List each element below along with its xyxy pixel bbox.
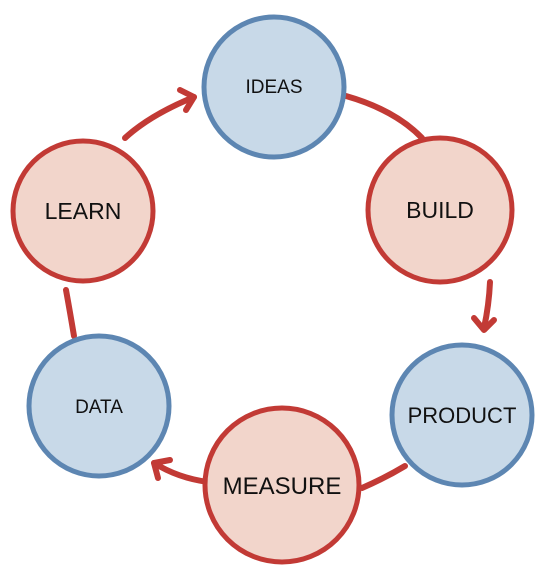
node-circle [389,342,535,488]
connector-ideas-build [343,93,425,141]
node-label: DATA [75,397,123,418]
arrowhead-measure-data [151,457,173,481]
node-label: MEASURE [223,473,342,500]
node-label: LEARN [45,198,122,224]
node-label: IDEAS [245,77,302,98]
connector-measure-data [151,460,211,485]
node-label: BUILD [406,197,474,223]
connector-product-measure [359,463,408,491]
node-data: DATA [26,333,172,479]
connector-data-learn [63,287,77,339]
node-circle [201,14,347,160]
node-product: PRODUCT [389,342,535,488]
node-ideas: IDEAS [201,14,347,160]
node-circle [10,138,156,284]
node-learn: LEARN [10,138,156,284]
connector-build-product [481,279,493,331]
arrowhead-build-product [471,315,497,333]
node-label: PRODUCT [408,403,517,428]
node-circle [365,135,515,285]
node-measure: MEASURE [202,405,362,565]
arrowhead-learn-ideas [177,87,197,113]
node-build: BUILD [365,135,515,285]
node-circle [26,333,172,479]
node-circle [202,405,362,565]
connector-learn-ideas [122,94,197,141]
